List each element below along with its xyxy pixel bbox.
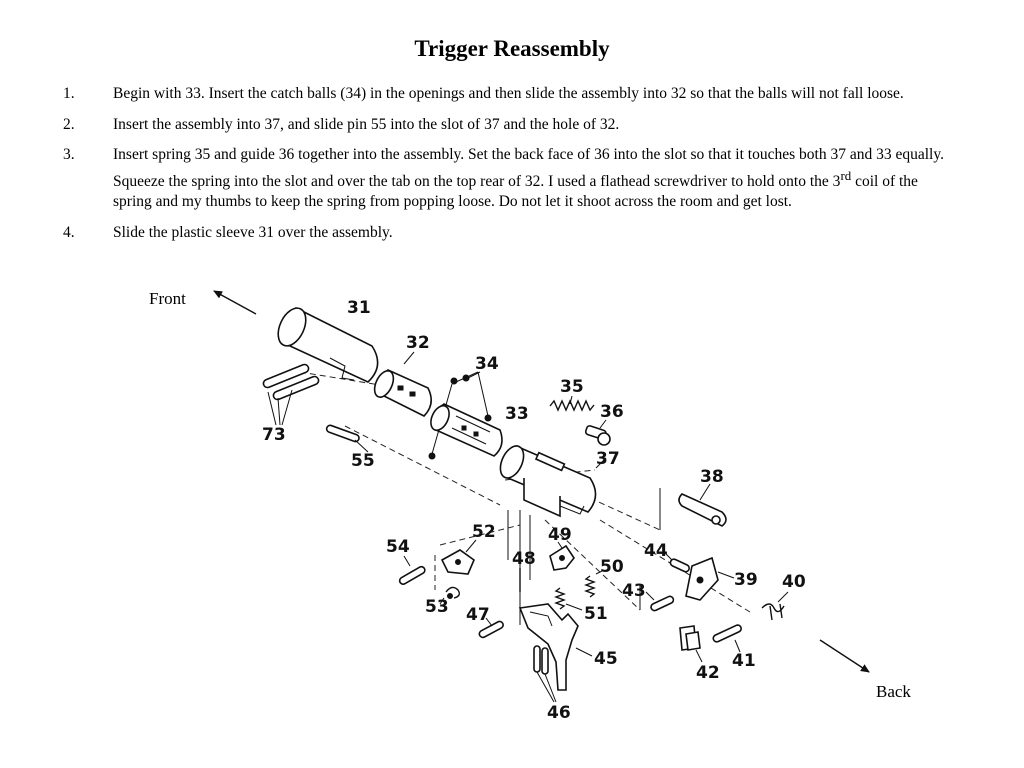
part-number-32: 32 xyxy=(406,333,430,353)
part-number-31: 31 xyxy=(347,298,371,318)
step-text: Begin with 33. Insert the catch balls (3… xyxy=(113,85,904,102)
part-number-55: 55 xyxy=(351,451,375,471)
back-label: Back xyxy=(876,682,911,701)
part-number-41: 41 xyxy=(732,651,756,671)
part-44-pin xyxy=(663,551,690,573)
part-number-54: 54 xyxy=(386,537,410,557)
part-number-44: 44 xyxy=(644,541,668,561)
part-number-34: 34 xyxy=(475,354,499,374)
part-number-73: 73 xyxy=(262,425,286,445)
step-text: Slide the plastic sleeve 31 over the ass… xyxy=(113,223,393,241)
part-number-33: 33 xyxy=(505,404,529,424)
step-number: 1. xyxy=(63,85,75,102)
part-number-50: 50 xyxy=(600,557,624,577)
part-38-lever xyxy=(678,483,727,527)
part-50-spring xyxy=(584,569,605,598)
page-title: Trigger Reassembly xyxy=(414,36,610,61)
part-52-safety xyxy=(440,539,477,575)
part-33-catch xyxy=(430,403,503,457)
step-number: 2. xyxy=(63,115,75,133)
part-36-guide xyxy=(584,419,611,446)
part-49-disconnector xyxy=(549,541,575,571)
part-31-sleeve xyxy=(277,307,379,383)
step-2: 2. Insert the assembly into 37, and slid… xyxy=(63,115,953,136)
step-text-part: coil of the spring and my thumbs to keep… xyxy=(113,172,918,211)
step-number: 4. xyxy=(63,223,75,241)
part-35-spring xyxy=(549,395,595,412)
part-39-sear xyxy=(685,556,735,601)
part-number-37: 37 xyxy=(596,449,620,469)
part-47-pin xyxy=(478,617,504,639)
part-number-46: 46 xyxy=(547,703,571,723)
part-73-pins xyxy=(262,363,320,426)
part-37-receiver xyxy=(499,445,607,518)
part-number-42: 42 xyxy=(696,663,720,683)
step-3: 3. Insert spring 35 and guide 36 togethe… xyxy=(63,145,953,213)
step-text-part: Insert spring 35 and guide 36 together i… xyxy=(113,146,944,190)
part-43-pin xyxy=(645,591,675,612)
ordinal-superscript: rd xyxy=(840,167,852,183)
part-54-pin xyxy=(398,555,426,585)
part-number-47: 47 xyxy=(466,605,490,625)
part-number-35: 35 xyxy=(560,377,584,397)
part-number-49: 49 xyxy=(548,525,572,545)
assembly-guide-lines xyxy=(299,371,751,625)
part-number-43: 43 xyxy=(622,581,646,601)
front-arrow xyxy=(213,290,257,315)
part-46-pins xyxy=(533,645,557,703)
part-number-48: 48 xyxy=(512,549,536,569)
step-text: Insert spring 35 and guide 36 together i… xyxy=(113,145,953,213)
step-1: 1. Begin with 33. Insert the catch balls… xyxy=(63,84,953,105)
part-41-pin xyxy=(712,624,742,653)
part-53-spring xyxy=(439,586,461,605)
part-number-36: 36 xyxy=(600,402,624,422)
part-51-spring xyxy=(554,587,583,611)
part-number-39: 39 xyxy=(734,570,758,590)
part-45-trigger xyxy=(518,603,593,691)
part-number-51: 51 xyxy=(584,604,608,624)
part-number-40: 40 xyxy=(782,572,806,592)
step-4: 4. Slide the plastic sleeve 31 over the … xyxy=(63,223,953,244)
front-label: Front xyxy=(149,289,186,308)
part-55-pin xyxy=(325,424,369,453)
part-number-45: 45 xyxy=(594,649,618,669)
part-32-housing xyxy=(373,351,432,417)
part-number-38: 38 xyxy=(700,467,724,487)
part-40-spring xyxy=(761,591,789,621)
part-number-labels: 31 32 34 35 36 33 37 38 73 55 52 49 54 4… xyxy=(262,298,806,723)
part-number-53: 53 xyxy=(425,597,449,617)
part-42-bracket xyxy=(679,625,703,663)
instruction-list: 1. Begin with 33. Insert the catch balls… xyxy=(63,84,953,253)
step-number: 3. xyxy=(63,146,75,163)
back-arrow xyxy=(819,639,870,673)
step-text: Insert the assembly into 37, and slide p… xyxy=(113,115,620,133)
part-number-52: 52 xyxy=(472,522,496,542)
